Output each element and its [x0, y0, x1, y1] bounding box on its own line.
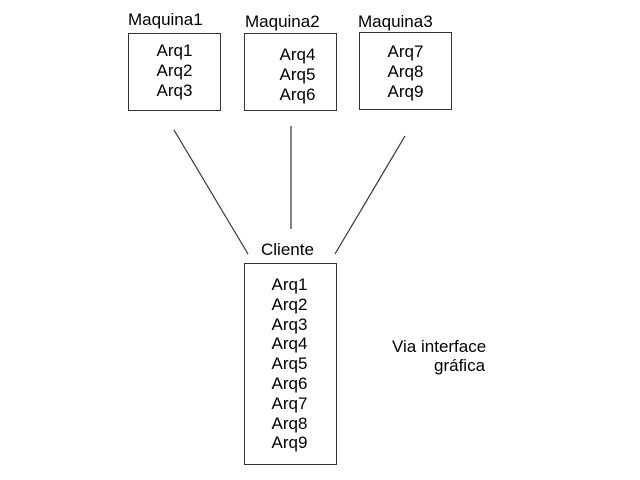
machine-2-file-list: Arq4 Arq5 Arq6	[251, 45, 344, 104]
file-item: Arq1	[271, 275, 308, 294]
file-item: Arq6	[279, 84, 316, 104]
machine-3-box	[359, 32, 452, 110]
file-item: Arq8	[387, 61, 424, 81]
machine-1-box	[128, 33, 221, 111]
note-line-1: Via interface	[392, 337, 487, 356]
note-line-2: gráfica	[434, 356, 486, 375]
file-item: Arq6	[271, 373, 308, 393]
file-item: Arq4	[271, 334, 308, 354]
machine-2-title: Maquina2	[245, 12, 320, 31]
file-item: Arq3	[271, 314, 308, 334]
machine-2-box	[244, 33, 337, 111]
file-item: Arq2	[271, 294, 308, 314]
client-box	[244, 263, 337, 465]
file-item: Arq7	[271, 393, 308, 413]
file-item: Arq1	[156, 41, 193, 60]
client-title: Cliente	[261, 240, 314, 259]
machine-1-file-list: Arq1 Arq2 Arq3	[128, 41, 221, 100]
file-item: Arq2	[156, 60, 193, 80]
file-item: Arq7	[387, 42, 424, 61]
machine-1-title: Maquina1	[128, 10, 203, 29]
file-item: Arq9	[271, 433, 308, 453]
machine-3-title: Maquina3	[358, 12, 433, 31]
connector-maquina1-cliente	[173, 129, 249, 255]
file-item: Arq9	[387, 81, 424, 101]
connector-maquina3-cliente	[334, 135, 406, 255]
file-item: Arq4	[279, 45, 316, 64]
machine-3-file-list: Arq7 Arq8 Arq9	[359, 42, 452, 101]
client-file-list: Arq1 Arq2 Arq3 Arq4 Arq5 Arq6 Arq7 Arq8 …	[243, 275, 336, 453]
file-item: Arq8	[271, 413, 308, 433]
file-item: Arq5	[271, 354, 308, 374]
file-item: Arq3	[156, 80, 193, 100]
file-item: Arq5	[279, 64, 316, 84]
